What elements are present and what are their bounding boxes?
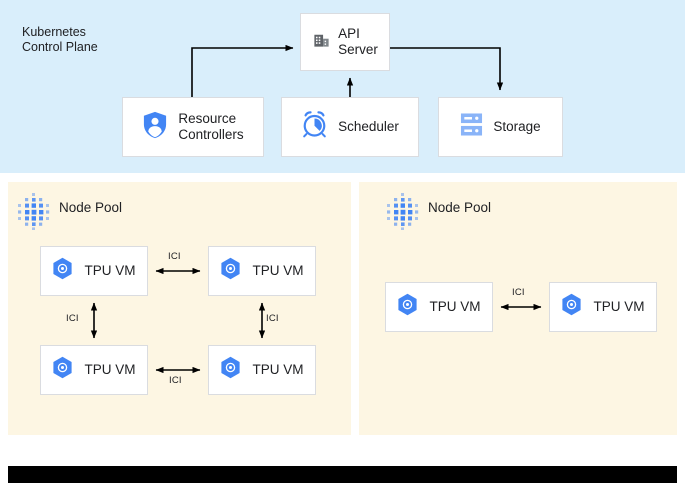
- tpu-hexagon-icon: [52, 257, 73, 285]
- tpu-vm-label: TPU VM: [84, 263, 136, 278]
- tpu-vm-label: TPU VM: [84, 362, 136, 377]
- tpu-hexagon-icon: [220, 356, 241, 384]
- tpu-vm-node[interactable]: TPU VM: [549, 282, 657, 332]
- tpu-vm-node[interactable]: TPU VM: [385, 282, 493, 332]
- tpu-vm-label: TPU VM: [252, 263, 304, 278]
- server-rack-icon: [460, 112, 483, 142]
- dot-grid-icon: [14, 192, 54, 235]
- tpu-vm-node[interactable]: TPU VM: [208, 246, 316, 296]
- node-storage-label: Storage: [493, 119, 541, 134]
- tpu-vm-label: TPU VM: [593, 299, 645, 314]
- node-storage[interactable]: Storage: [438, 97, 563, 157]
- node-pool-left-title: Node Pool: [59, 200, 123, 215]
- tpu-vm-node[interactable]: TPU VM: [208, 345, 316, 395]
- node-pool-left-panel: [8, 182, 351, 435]
- tpu-hexagon-icon: [561, 293, 582, 321]
- shield-person-icon: [142, 111, 168, 144]
- node-resource-controllers[interactable]: Resource Controllers: [122, 97, 264, 157]
- edge-label-ici: ICI: [168, 251, 181, 262]
- node-scheduler-label: Scheduler: [338, 119, 399, 134]
- building-icon: [312, 30, 331, 54]
- tpu-vm-node[interactable]: TPU VM: [40, 345, 148, 395]
- tpu-vm-label: TPU VM: [252, 362, 304, 377]
- node-api-server[interactable]: API Server: [300, 13, 390, 71]
- tpu-hexagon-icon: [397, 293, 418, 321]
- node-resource-controllers-label: Resource Controllers: [178, 111, 244, 142]
- edge-label-ici: ICI: [66, 313, 79, 324]
- control-plane-title: Kubernetes Control Plane: [22, 25, 98, 54]
- tpu-hexagon-icon: [52, 356, 73, 384]
- edge-label-ici: ICI: [169, 375, 182, 386]
- tpu-vm-node[interactable]: TPU VM: [40, 246, 148, 296]
- node-api-server-label: API Server: [338, 26, 378, 57]
- edge-label-ici: ICI: [512, 287, 525, 298]
- tpu-vm-label: TPU VM: [429, 299, 481, 314]
- tpu-hexagon-icon: [220, 257, 241, 285]
- node-pool-right-title: Node Pool: [428, 200, 492, 215]
- dot-grid-icon: [383, 192, 423, 235]
- alarm-clock-icon: [301, 111, 328, 143]
- bottom-bar: [8, 466, 677, 483]
- node-scheduler[interactable]: Scheduler: [281, 97, 419, 157]
- edge-label-ici: ICI: [266, 313, 279, 324]
